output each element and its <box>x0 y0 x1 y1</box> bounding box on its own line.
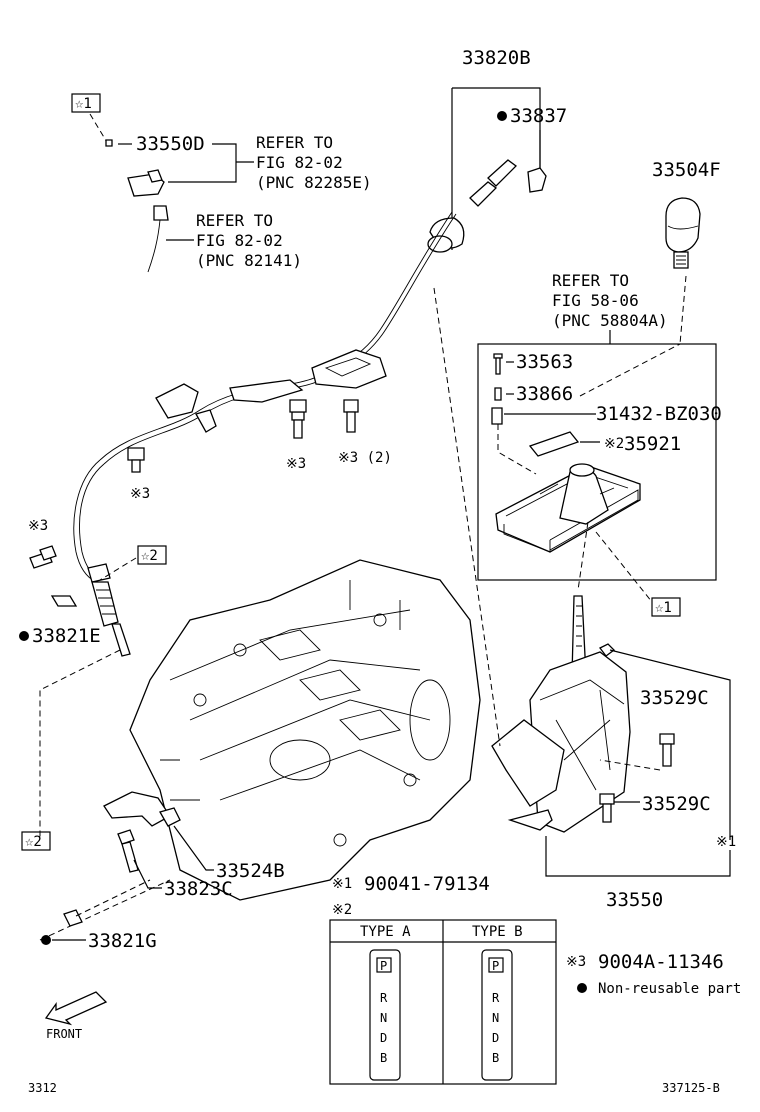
figure-number-left: 3312 <box>28 1081 57 1095</box>
ref2-line2: FIG 82-02 <box>196 231 283 250</box>
housing-box <box>477 343 717 581</box>
shift-knob: 33504F <box>652 159 721 345</box>
note-x2-35921: ※2 <box>604 436 624 452</box>
label-33821e: 33821E <box>32 625 101 647</box>
type-a-header: TYPE A <box>360 924 411 940</box>
shift-cable-assembly: 33820B 33837 ※3 <box>19 47 567 657</box>
shift-lever-assembly: ※1 33550 33529C 33529C <box>433 287 736 911</box>
legend-x2-mark: ※2 <box>332 902 352 918</box>
gate-a-b: B <box>380 1051 387 1065</box>
ref1-line1: REFER TO <box>256 133 333 152</box>
clip-33837 <box>527 167 547 193</box>
star2-upper: ☆2 <box>141 548 158 564</box>
star1-lower: ☆1 <box>655 600 672 616</box>
star1-upper: ☆1 <box>75 96 92 112</box>
label-33529c-b: 33529C <box>642 793 711 815</box>
bolt-x3-b <box>343 399 359 433</box>
figure-number-right: 337125-B <box>662 1081 720 1095</box>
legend-x3-text: 9004A-11346 <box>598 951 724 973</box>
wire-harness: REFER TO FIG 82-02 (PNC 82141) <box>147 205 302 273</box>
transaxle <box>129 559 481 901</box>
gate-type-b: P R N D B <box>481 949 513 1081</box>
clip-33821e <box>50 595 78 607</box>
gate-a-p: P <box>380 959 387 973</box>
label-31432-bz030: 31432-BZ030 <box>596 403 722 425</box>
bolt-x3-c <box>127 447 145 473</box>
label-33563: 33563 <box>516 351 573 373</box>
bolt-33823c <box>117 829 139 873</box>
label-35921: 35921 <box>624 433 681 455</box>
bolt-33529c-a <box>659 733 675 767</box>
gate-b-n: N <box>492 1011 499 1025</box>
label-33821g: 33821G <box>88 930 157 952</box>
legend: ※1 90041-79134 ※2 TYPE A TYPE B P R N D … <box>329 873 741 1085</box>
front-arrow: FRONT <box>44 991 108 1041</box>
bolt-x3-d <box>29 545 57 569</box>
ref3-line2: FIG 58-06 <box>552 291 639 310</box>
cable-end-lower <box>91 581 119 627</box>
label-33504f: 33504F <box>652 159 721 181</box>
label-33524b: 33524B <box>216 860 285 882</box>
note-x3-a: ※3 <box>286 456 306 472</box>
indicator-strip <box>528 431 580 457</box>
ref2-line3: (PNC 82141) <box>196 251 302 270</box>
type-b-header: TYPE B <box>472 924 523 940</box>
label-33550d: 33550D <box>136 133 205 155</box>
gate-a-d: D <box>380 1031 387 1045</box>
note-x3-b: ※3 <box>130 486 150 502</box>
legend-x3-mark: ※3 <box>566 954 586 970</box>
gate-b-p: P <box>492 959 499 973</box>
bolt-33529c-b <box>599 793 615 823</box>
label-33550: 33550 <box>606 889 663 911</box>
label-33866: 33866 <box>516 383 573 405</box>
label-33529c-a: 33529C <box>640 687 709 709</box>
note-x3-c: ※3 (2) <box>338 450 392 466</box>
gate-type-a: P R N D B <box>369 949 401 1081</box>
gate-a-r: R <box>380 991 388 1005</box>
gate-b-r: R <box>492 991 500 1005</box>
note-x3-d: ※3 <box>28 518 48 534</box>
cable-end-top <box>487 159 517 187</box>
ref1-line2: FIG 82-02 <box>256 153 343 172</box>
label-33823c: 33823C <box>164 878 233 900</box>
legend-x1-text: 90041-79134 <box>364 873 490 895</box>
gate-b-d: D <box>492 1031 499 1045</box>
shift-lever-housing-group: REFER TO FIG 58-06 (PNC 58804A) 33563 33… <box>477 271 722 591</box>
clip-33821g <box>63 909 83 927</box>
lower-bracket-group: ☆2 33524B 33823C 33821G <box>21 791 285 952</box>
cable-bracket <box>311 349 387 389</box>
non-reusable-dot <box>497 111 507 121</box>
non-reusable-legend-dot <box>577 983 587 993</box>
gate-b-b: B <box>492 1051 499 1065</box>
ref2-line1: REFER TO <box>196 211 273 230</box>
star2-lower: ☆2 <box>25 834 42 850</box>
label-33837: 33837 <box>510 105 567 127</box>
label-33820b: 33820B <box>462 47 531 69</box>
sensor-33550d: ☆1 33550D REFER TO FIG 82-02 (PNC 82285E… <box>71 93 372 197</box>
bracket-33524b <box>103 791 171 827</box>
ref3-line1: REFER TO <box>552 271 629 290</box>
ref3-line3: (PNC 58804A) <box>552 311 668 330</box>
front-label: FRONT <box>46 1027 82 1041</box>
front-arrow-icon <box>44 991 108 1026</box>
note-x1-right: ※1 <box>716 834 736 850</box>
legend-nonreusable-text: Non-reusable part <box>598 981 741 997</box>
legend-x1-mark: ※1 <box>332 876 352 892</box>
gate-a-n: N <box>380 1011 387 1025</box>
bolt-x3-a <box>289 399 307 439</box>
non-reusable-dot-33821g <box>41 935 51 945</box>
ref1-line3: (PNC 82285E) <box>256 173 372 192</box>
